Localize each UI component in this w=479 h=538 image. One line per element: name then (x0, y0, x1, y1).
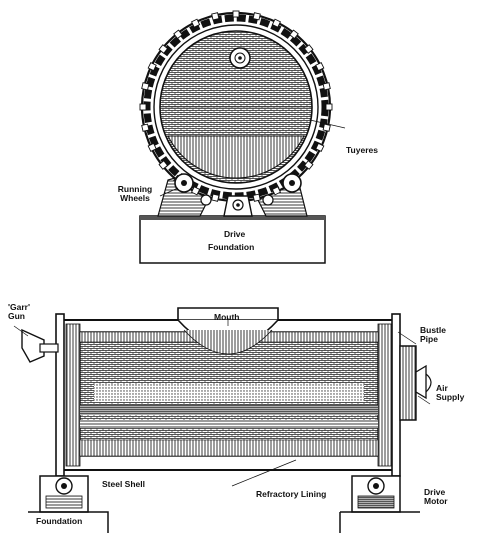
ring-tab (158, 160, 169, 170)
ring-tab (252, 193, 261, 202)
label-air-supply-line2: Supply (436, 391, 465, 402)
label-bustle-pipe-line2: Pipe (420, 333, 438, 344)
label-drive: Drive (224, 229, 246, 239)
ring-tab (173, 29, 183, 40)
ring-tab (190, 186, 201, 196)
side-view (13, 307, 432, 533)
ring-tab (147, 142, 157, 153)
label-running-wheels: Running Wheels (112, 185, 158, 203)
label-drive-motor-line2: Motor (424, 495, 448, 506)
end-view (139, 10, 346, 264)
ring-tab (315, 142, 325, 153)
ring-tab (303, 44, 314, 54)
ring-tab (232, 10, 240, 18)
ring-tab (271, 18, 282, 28)
label-air-supply: Air Supply (436, 384, 464, 402)
label-mouth: Mouth (214, 312, 240, 322)
label-bustle-pipe: Bustle Pipe (420, 326, 446, 344)
ring-tab (252, 12, 261, 21)
side-view-foundation-left (28, 511, 109, 533)
label-running-wheels-line2: Wheels (120, 192, 150, 203)
end-view-foundation-block (139, 215, 326, 264)
label-air-supply-line1: Air (436, 383, 448, 393)
label-garr-gun: 'Garr' Gun (8, 303, 30, 321)
ring-tab (190, 18, 201, 28)
label-tuyeres: Tuyeres (346, 145, 378, 155)
ring-tab (289, 29, 299, 40)
ring-tab (322, 123, 331, 132)
label-side-view-foundation: Foundation (36, 516, 83, 526)
ring-tab (141, 123, 150, 132)
air-supply-inlet (415, 364, 427, 400)
ring-tab (271, 186, 282, 196)
label-drive-motor: Drive Motor (424, 488, 448, 506)
ring-tab (158, 44, 169, 54)
label-bustle-pipe-line1: Bustle (420, 325, 446, 335)
label-end-view-foundation: Foundation (208, 242, 255, 252)
ring-tab (211, 12, 220, 21)
label-garr-gun-line1: 'Garr' (8, 302, 30, 312)
label-running-wheels-line1: Running (117, 184, 153, 194)
label-garr-gun-line2: Gun (8, 310, 25, 321)
ring-tab (325, 103, 333, 111)
label-refractory-lining: Refractory Lining (256, 489, 327, 499)
label-steel-shell: Steel Shell (102, 479, 145, 489)
ring-tab (315, 61, 325, 72)
ring-tab (147, 61, 157, 72)
garr-gun (21, 328, 45, 363)
ring-tab (322, 82, 331, 91)
ring-tab (139, 103, 147, 111)
ring-tab (211, 193, 220, 202)
bustle-pipe (399, 345, 417, 421)
ring-tab (303, 160, 314, 170)
label-drive-motor-line1: Drive (424, 487, 446, 497)
ring-tab (141, 82, 150, 91)
